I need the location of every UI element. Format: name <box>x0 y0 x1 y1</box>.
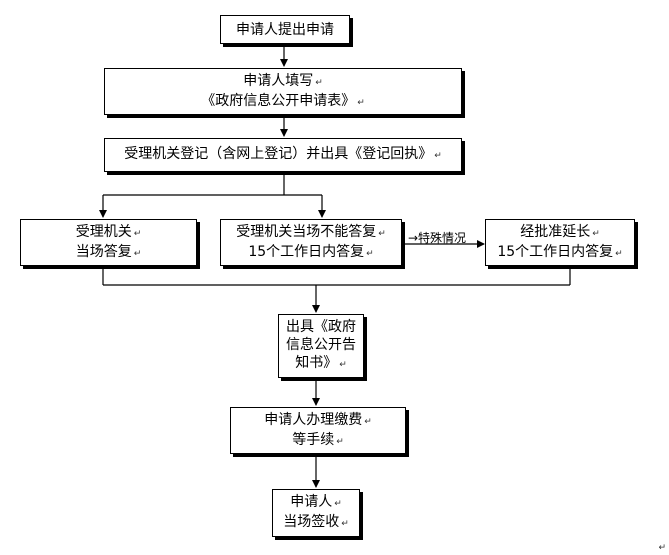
paragraph-mark: ↵ <box>315 77 323 88</box>
paragraph-mark: ↵ <box>133 248 142 259</box>
paragraph-mark: ↵ <box>378 228 386 239</box>
paragraph-mark: ↵ <box>341 519 349 529</box>
paragraph-mark: ↵ <box>364 416 372 427</box>
edge-label-special-case: →特殊情况 <box>408 231 467 245</box>
node-pay-fees: 申请人办理缴费↵ 等手续↵ <box>230 407 406 454</box>
paragraph-mark: ↵ <box>434 151 442 161</box>
node-answer-15-days: 受理机关当场不能答复↵ 15个工作日内答复↵ <box>220 219 402 266</box>
paragraph-mark: ↵ <box>658 543 666 553</box>
node-sign: 申请人↵ 当场签收↵ <box>272 489 360 537</box>
paragraph-mark: ↵ <box>133 228 142 239</box>
paragraph-mark: ↵ <box>334 499 342 509</box>
paragraph-mark: ↵ <box>366 248 374 259</box>
node-answer-now: 受理机关↵ 当场答复↵ <box>20 219 197 266</box>
node-extension: 经批准延长↵ 15个工作日内答复↵ <box>485 219 635 266</box>
node-issue-notice: 出具《政府 信息公开告 知书》↵ <box>278 314 364 378</box>
paragraph-mark: ↵ <box>357 97 365 108</box>
paragraph-mark: ↵ <box>615 248 623 259</box>
paragraph-mark: ↵ <box>592 228 600 239</box>
node-register: 受理机关登记（含网上登记）并出具《登记回执》↵ <box>104 138 462 172</box>
paragraph-mark: ↵ <box>336 436 344 447</box>
paragraph-mark: ↵ <box>339 360 347 370</box>
node-apply: 申请人提出申请 <box>220 15 350 44</box>
node-fill-form: 申请人填写↵ 《政府信息公开申请表》↵ <box>104 68 462 115</box>
